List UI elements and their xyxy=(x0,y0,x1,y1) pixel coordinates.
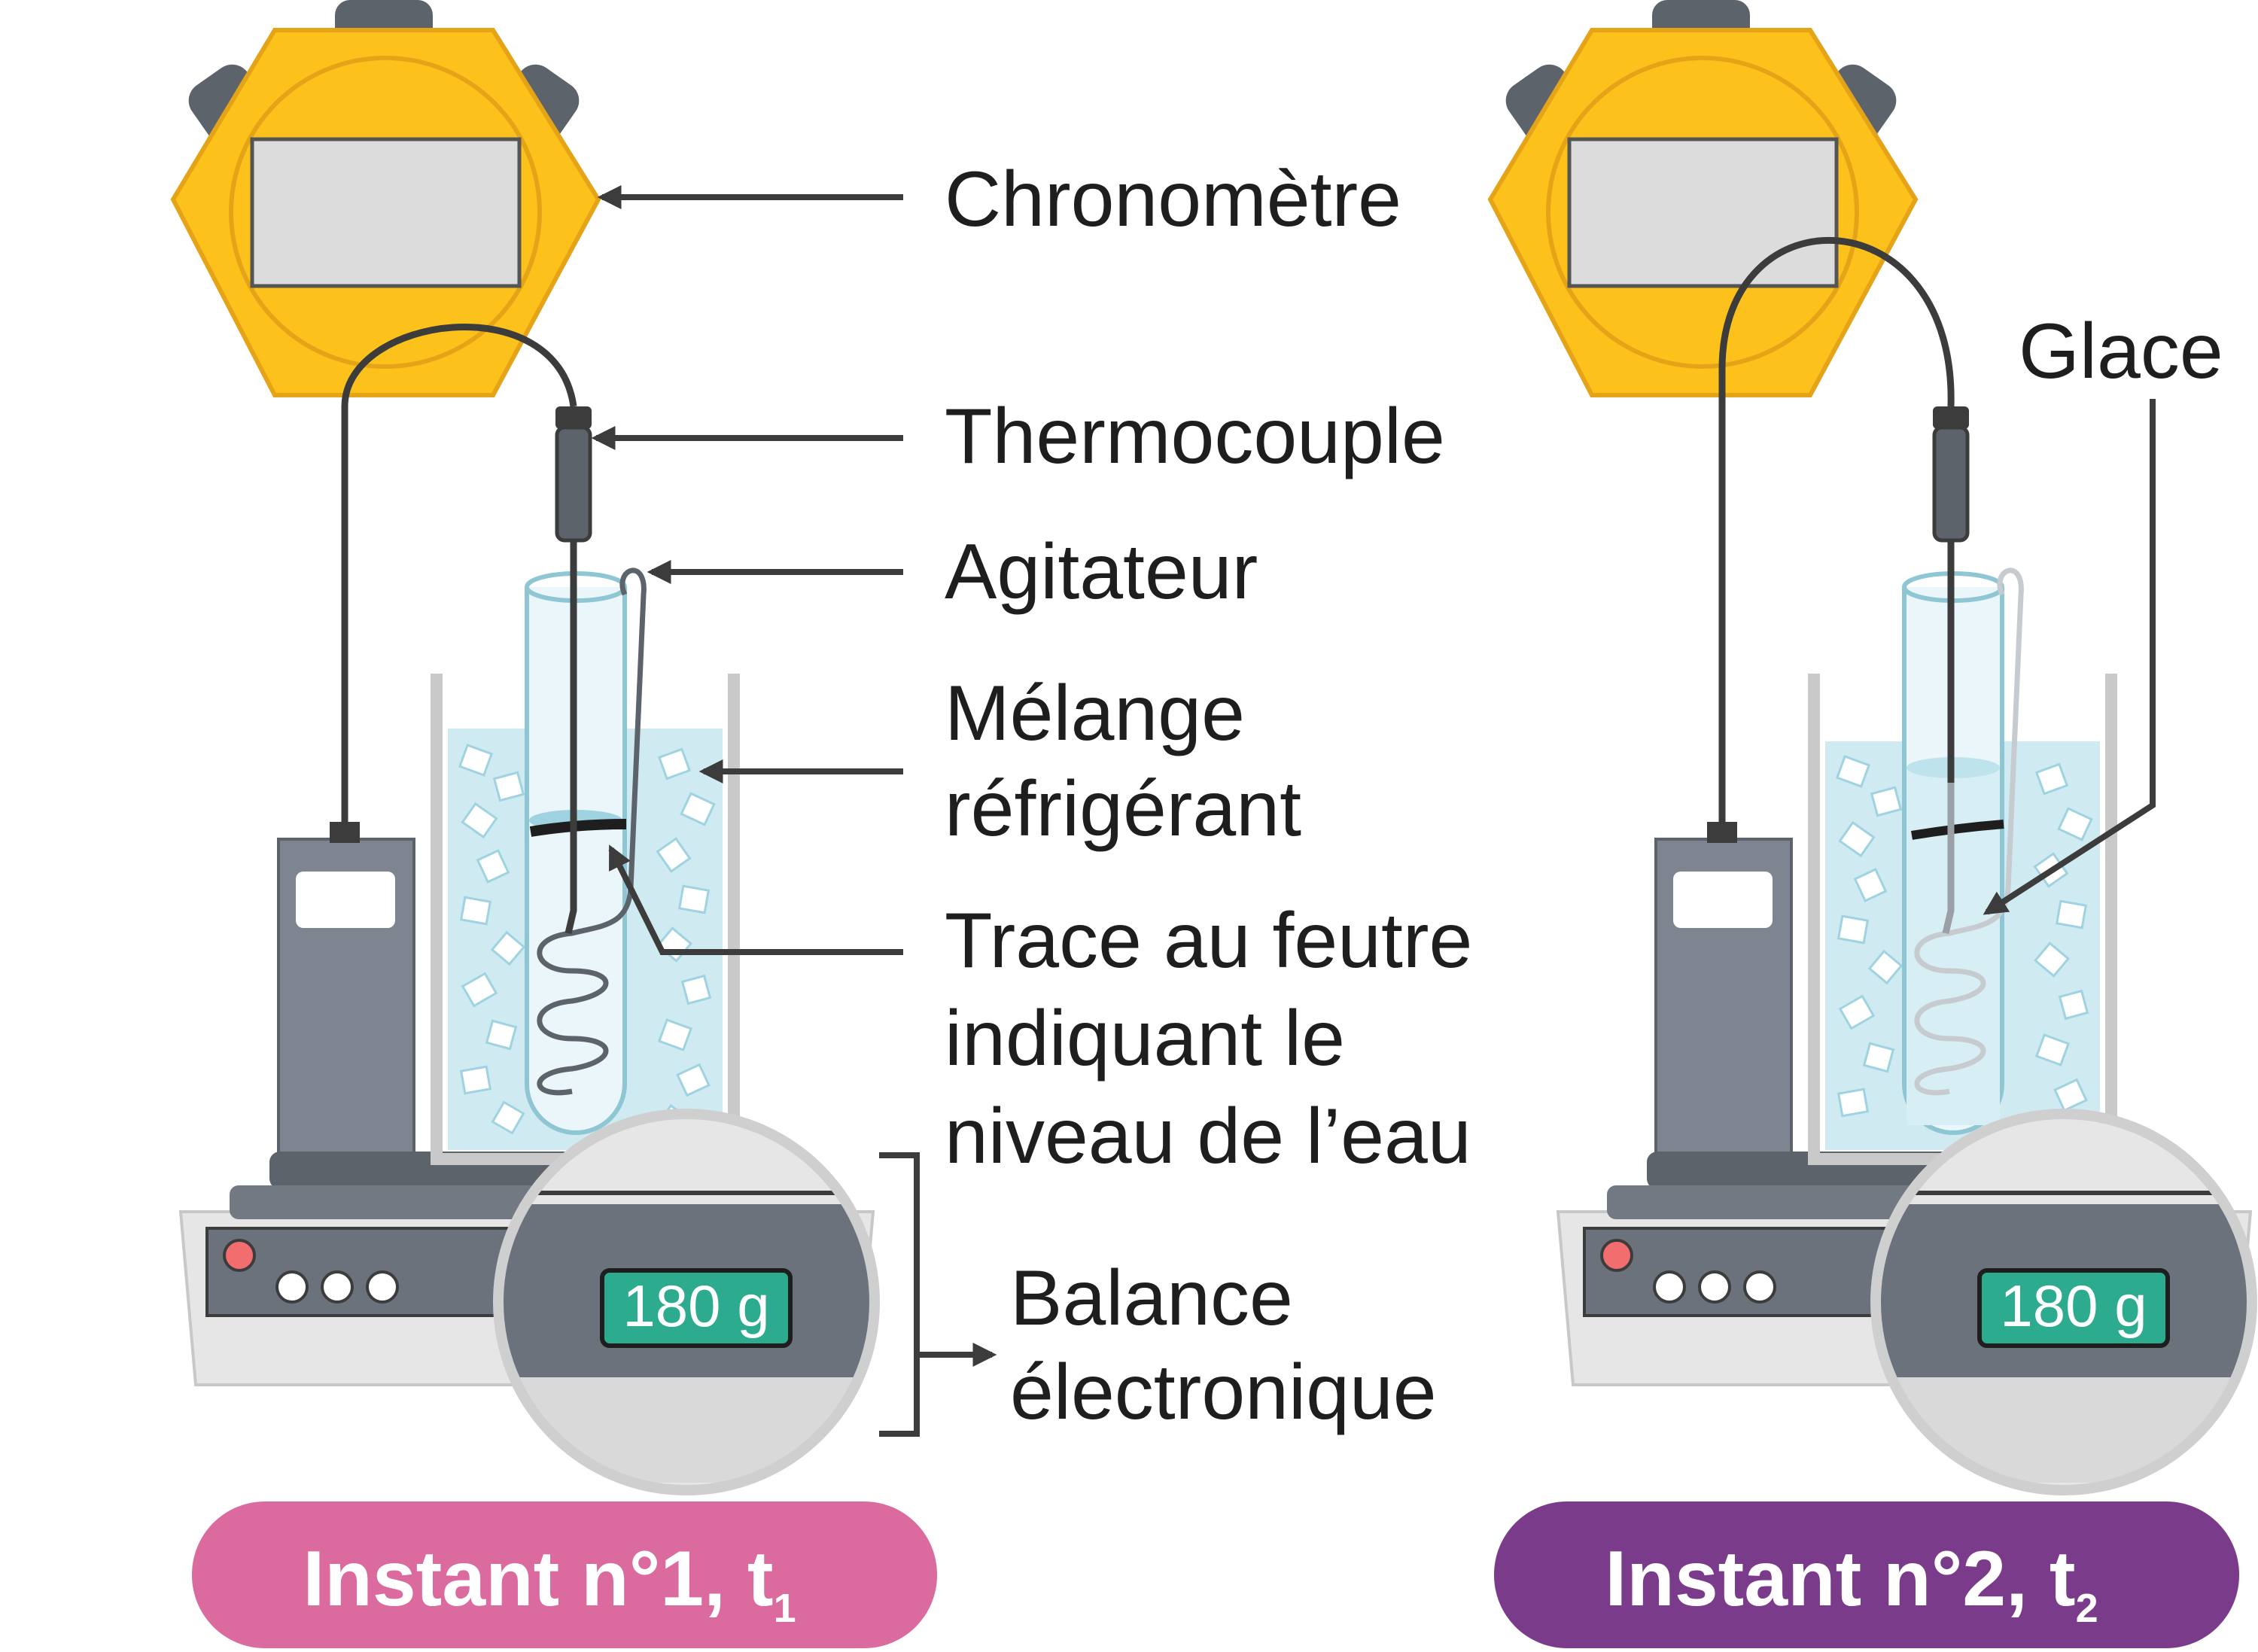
label-agitateur: Agitateur xyxy=(945,528,1258,616)
label-arrows xyxy=(591,185,2156,1437)
thermocouple-probe xyxy=(555,406,592,935)
label-trace-line3: niveau de l’eau xyxy=(945,1093,1471,1180)
label-trace-line2: indiquant le xyxy=(945,995,1345,1082)
label-glace: Glace xyxy=(2019,308,2223,395)
thermocouple-meter-icon xyxy=(277,822,415,1168)
magnifier-icon: 180 g xyxy=(1870,1109,2257,1495)
setup-instant-1: 180 g xyxy=(170,0,880,1495)
label-melange-line1: Mélange xyxy=(945,670,1245,757)
magnifier-icon: 180 g xyxy=(493,1109,880,1495)
labels: Chronomètre Thermocouple Agitateur Mélan… xyxy=(945,156,2223,1436)
label-balance-line2: électronique xyxy=(1010,1349,1437,1436)
setup-instant-2: 180 g xyxy=(1487,0,2257,1495)
thermocouple-cable xyxy=(1718,236,1955,824)
label-chronometre: Chronomètre xyxy=(945,156,1401,243)
instant-2-badge: Instant n°2, t2 xyxy=(1494,1501,2239,1648)
label-balance-line1: Balance xyxy=(1010,1255,1293,1342)
thermocouple-probe xyxy=(1932,406,1970,935)
scale-reading-1: 180 g xyxy=(622,1273,769,1339)
instant-2-title: Instant n°2, t2 xyxy=(1605,1535,2098,1631)
label-melange-line2: réfrigérant xyxy=(945,765,1301,853)
instant-1-title: Instant n°1, t1 xyxy=(303,1535,796,1631)
stopwatch-icon xyxy=(1487,0,1919,397)
stirrer-icon xyxy=(537,567,647,1096)
scale-reading-2: 180 g xyxy=(2000,1273,2147,1339)
label-thermocouple: Thermocouple xyxy=(945,393,1445,480)
label-trace-line1: Trace au feutre xyxy=(945,897,1472,984)
stopwatch-icon xyxy=(170,0,601,397)
thermocouple-cable xyxy=(341,323,577,824)
thermocouple-meter-icon xyxy=(1654,822,1793,1168)
instant-1-badge: Instant n°1, t1 xyxy=(192,1501,937,1648)
